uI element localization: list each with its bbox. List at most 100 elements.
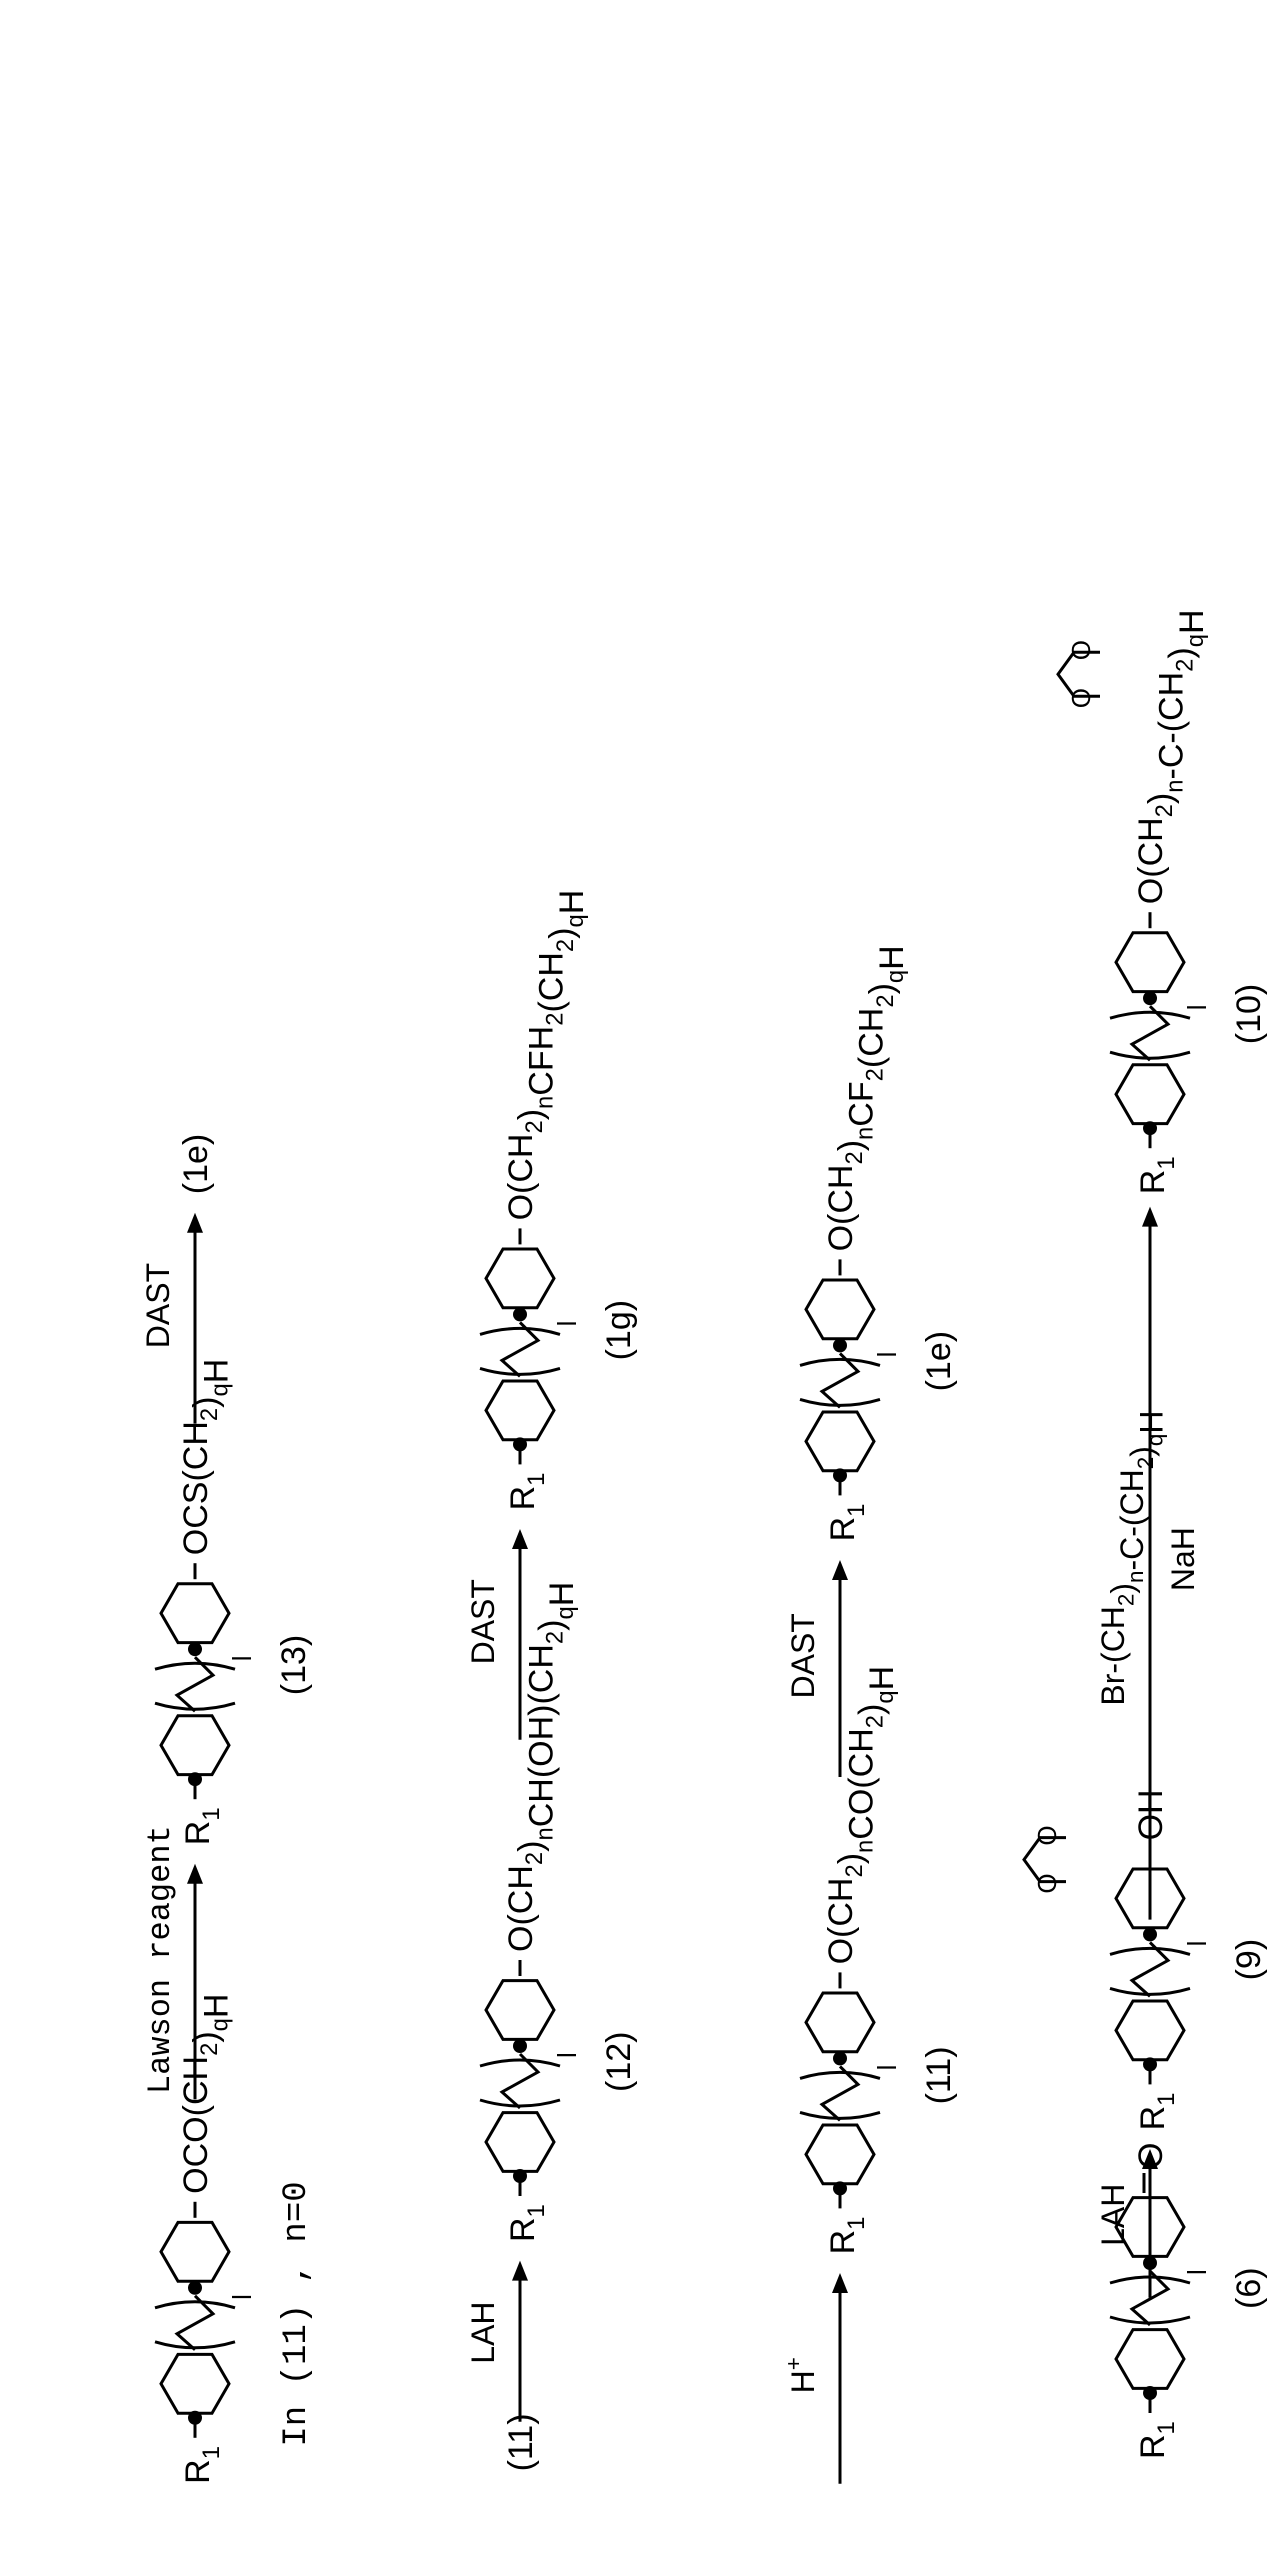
cyclohexane-ring [1116, 2330, 1184, 2389]
paren-close [800, 2072, 880, 2078]
substituent-label: R1 [1134, 2093, 1180, 2131]
paren-open [155, 2342, 235, 2348]
subscript-l: l [552, 1321, 582, 1327]
subscript-l: l [552, 2052, 582, 2058]
reaction-arrow: DAST [140, 1213, 203, 1424]
cyclohexane-ring [486, 1381, 554, 1440]
condition-caption: In (11) , n=0 [278, 2181, 316, 2446]
molecule-13: R1 l OCS(CH2)qH (13) [155, 1359, 313, 1846]
chain-formula: OCO(CH2)qH [177, 1994, 235, 2194]
paren-close [1110, 1948, 1190, 1954]
molecule-1e: R1 l O(CH2)nCF2(CH2)qH (1e) [800, 945, 958, 1541]
chain-formula: O(CH2)n-C-(CH2)qH [1132, 609, 1211, 904]
oxygen-atom: O [1066, 640, 1096, 660]
substituent-label: R1 [824, 1504, 870, 1542]
molecule-10: R1lO(CH2)n-C-(CH2)qHOO(10) [1058, 609, 1268, 1194]
compound-number: (1e) [920, 1331, 958, 1391]
molecule-1g: R1lO(CH2)nCFH2(CH2)qH(1g) [480, 890, 638, 1511]
stereo-dot [188, 2281, 202, 2295]
compound-number: (12) [600, 2032, 638, 2092]
paren-open [800, 1399, 880, 1405]
chain-formula: OCS(CH2)qH [177, 1359, 235, 1556]
arrow-head [832, 2273, 848, 2293]
subscript-l: l [227, 1655, 257, 1661]
arrow-head [187, 1213, 203, 1233]
stereo-dot [513, 1307, 527, 1321]
substituent-label: R1 [179, 2446, 225, 2484]
rotated-scheme: R1lO(6)LAHR1lOH(9)Br-(CH2)n-C-(CH2)qHOON… [140, 609, 1268, 2483]
paren-close [800, 1359, 880, 1365]
reagent-label: LAH [465, 2301, 501, 2363]
reaction-arrow: DAST [465, 1529, 528, 1740]
chain-formula: O(CH2)nCH(OH)(CH2)qH [502, 1582, 581, 1952]
paren-open [1110, 1988, 1190, 1994]
subscript-l: l [1182, 2269, 1212, 2275]
compound-number: (11) [920, 2046, 958, 2104]
reagent-label: Br-(CH2)n-C-(CH2)qH [1095, 1411, 1169, 1706]
cyclohexane-ring [1116, 933, 1184, 992]
reagent-label: NaH [1165, 1527, 1201, 1591]
paren-open [155, 1703, 235, 1709]
paren-close [155, 1663, 235, 1669]
subscript-l: l [1182, 1941, 1212, 1947]
substituent-label: R1 [179, 1807, 225, 1845]
cyclohexane-ring [806, 2125, 874, 2184]
paren-close [480, 2060, 560, 2066]
paren-close [1110, 1012, 1190, 1018]
subscript-l: l [872, 2065, 902, 2071]
cyclohexane-ring [161, 1716, 229, 1775]
chain-formula: O(CH2)nCFH2(CH2)qH [502, 890, 591, 1221]
subscript-l: l [872, 1352, 902, 1358]
oxygen-atom: O [1032, 1873, 1062, 1893]
stereo-dot [1143, 1927, 1157, 1941]
molecule-9: R1lOH(9) [1110, 1789, 1268, 2130]
oxygen-atom: O [1066, 688, 1096, 708]
substituent-label: R1 [1134, 2421, 1180, 2459]
molecule-12: R1lO(CH2)nCH(OH)(CH2)qH(12) [480, 1582, 638, 2242]
reaction-arrow: H+ [781, 2273, 848, 2484]
stereo-dot [833, 1338, 847, 1352]
reagent-label: H+ [781, 2357, 821, 2393]
reaction-arrow: LAH [1095, 2149, 1158, 2298]
compound-number: (10) [1230, 984, 1268, 1044]
arrow-head [832, 1560, 848, 1580]
compound-number: (13) [275, 1635, 313, 1695]
cyclohexane-ring [161, 2354, 229, 2413]
stereo-dot [188, 1642, 202, 1656]
reaction-arrow: LAH [465, 2261, 528, 2422]
compound-number: (9) [1230, 1939, 1268, 1981]
paren-open [800, 2112, 880, 2118]
molecule-11: R1lO(CH2)nCO(CH2)qH(11) [800, 1666, 958, 2255]
subscript-l: l [227, 2294, 257, 2300]
cyclohexane-ring [486, 2113, 554, 2172]
cyclohexane-ring [806, 1993, 874, 2052]
reagent-label: DAST [785, 1613, 821, 1698]
arrow-head [512, 2261, 528, 2281]
cyclohexane-ring [806, 1280, 874, 1339]
molecule-6: R1lO(6) [1110, 2143, 1268, 2459]
paren-open [1110, 1052, 1190, 1058]
chain-formula: O(CH2)nCF2(CH2)qH [822, 945, 911, 1251]
compound-number: (6) [1230, 2267, 1268, 2309]
compound-reference: (1e) [177, 1134, 215, 1194]
substituent-label: R1 [1134, 1156, 1180, 1194]
substituent-label: R1 [504, 1473, 550, 1511]
paren-open [480, 1368, 560, 1374]
cyclohexane-ring [486, 1249, 554, 1308]
reagent-label: Lawson reagent [142, 1825, 179, 2094]
cyclohexane-ring [1116, 1065, 1184, 1124]
arrow-head [1142, 1207, 1158, 1227]
paren-open [480, 2100, 560, 2106]
cyclohexane-ring [806, 1412, 874, 1471]
reaction-arrow: Br-(CH2)n-C-(CH2)qHOONaH [1024, 1207, 1201, 1920]
stereo-dot [833, 2051, 847, 2065]
reagent-label: DAST [140, 1263, 176, 1348]
compound-reference: (11) [502, 2413, 540, 2471]
arrow-head [512, 1529, 528, 1549]
stereo-dot [1143, 991, 1157, 1005]
paren-close [480, 1328, 560, 1334]
reaction-arrow: DAST [785, 1560, 848, 1777]
chain-formula: O(CH2)nCO(CH2)qH [822, 1666, 901, 1965]
reagent-label: LAH [1095, 2184, 1131, 2246]
cyclohexane-ring [161, 1584, 229, 1643]
